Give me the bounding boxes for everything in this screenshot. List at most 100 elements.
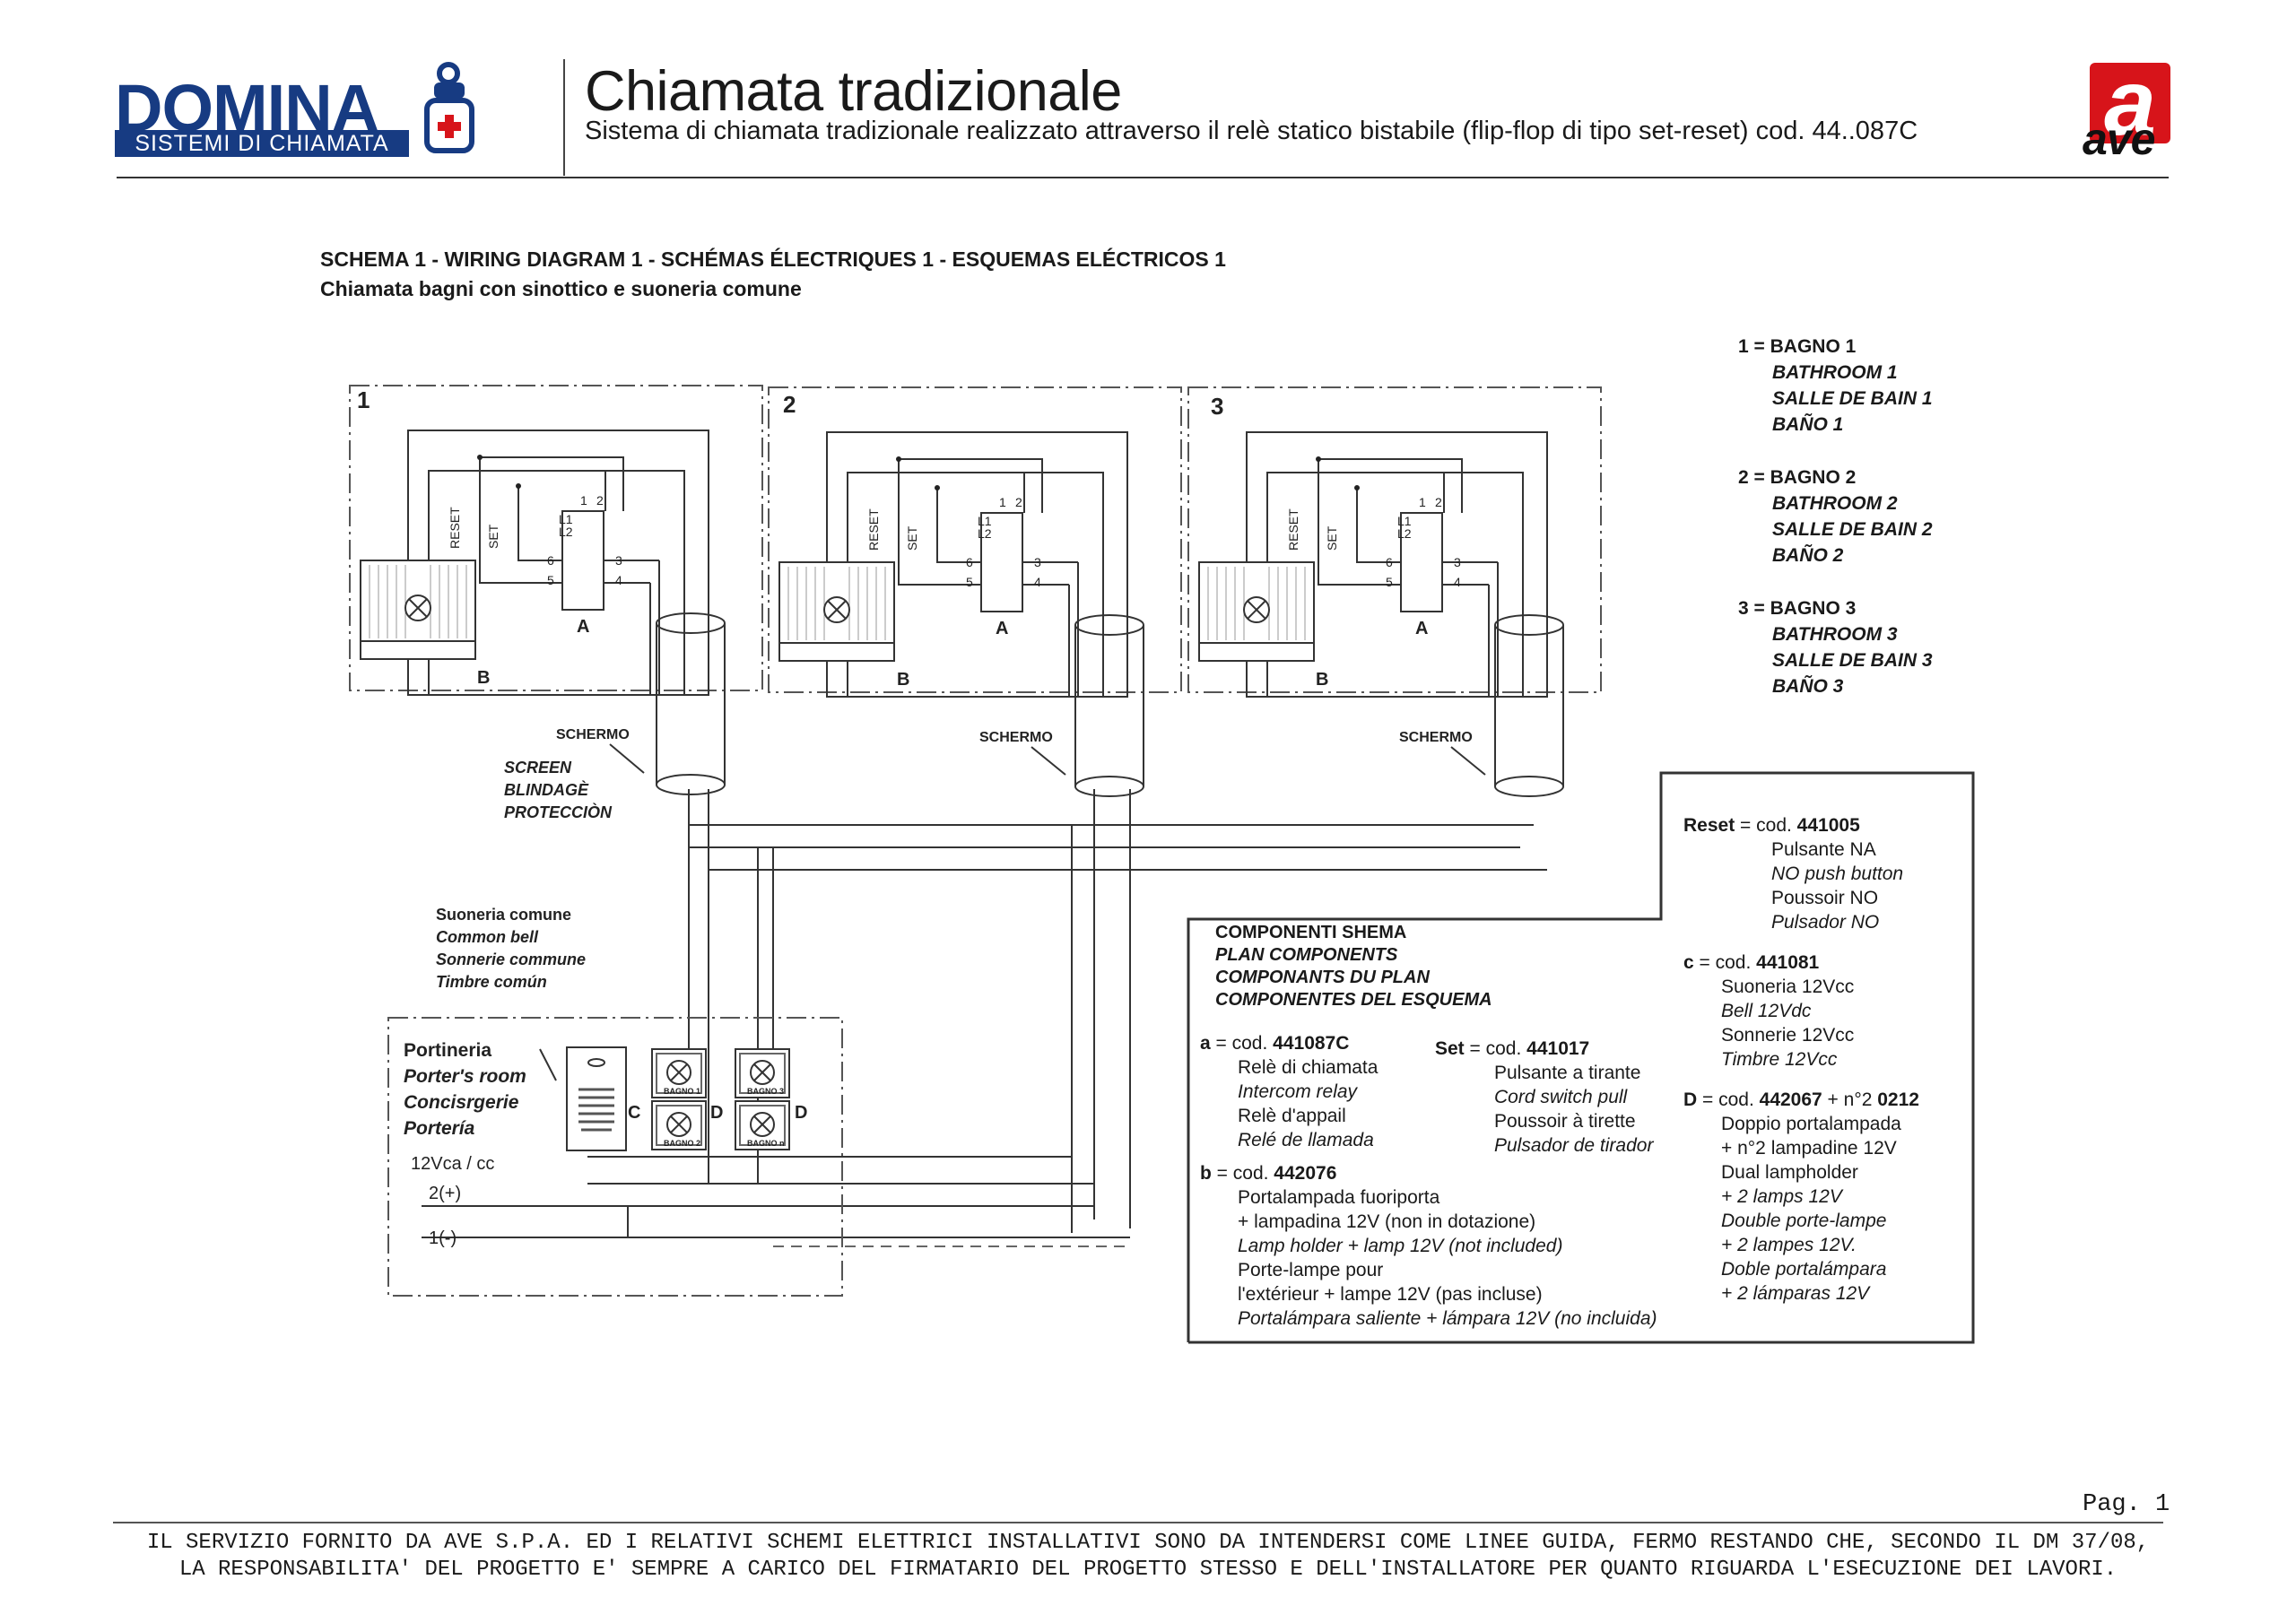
lampholder-d-2 bbox=[735, 1048, 790, 1150]
ave-logo-word: ave bbox=[2083, 114, 2155, 164]
svg-text:Suoneria comune: Suoneria comune bbox=[436, 906, 571, 924]
svg-text:SET: SET bbox=[1325, 525, 1339, 551]
diagram-labels: 1 2 3 bbox=[357, 386, 1223, 420]
screen-labels: SCREEN BLINDAGÈ PROTECCIÒN bbox=[504, 759, 613, 821]
svg-text:3: 3 bbox=[1034, 555, 1041, 569]
svg-text:1(-): 1(-) bbox=[429, 1228, 457, 1248]
svg-text:3: 3 bbox=[1211, 393, 1223, 420]
svg-text:Porter's room: Porter's room bbox=[404, 1066, 526, 1087]
svg-text:RESET: RESET bbox=[1286, 508, 1300, 551]
ave-logo-badge bbox=[2090, 63, 2170, 143]
svg-text:B: B bbox=[1316, 670, 1328, 690]
svg-text:L2: L2 bbox=[978, 526, 992, 541]
component-reset: Reset = cod. 441005 Pulsante NA NO push … bbox=[1683, 815, 1904, 933]
svg-text:C: C bbox=[628, 1103, 640, 1123]
svg-text:D: D bbox=[795, 1103, 807, 1123]
svg-text:3: 3 bbox=[1454, 555, 1461, 569]
svg-text:A: A bbox=[577, 617, 589, 637]
nurse-bottle-icon bbox=[424, 62, 474, 153]
schermo-labels: SCHERMO SCHERMO SCHERMO bbox=[556, 727, 1473, 745]
svg-text:1: 1 bbox=[357, 386, 370, 413]
svg-text:L2: L2 bbox=[1397, 526, 1412, 541]
component-d: D = cod. 442067 + n°2 0212 Doppio portal… bbox=[1683, 1089, 1919, 1304]
domina-logo-tagline: SISTEMI DI CHIAMATA bbox=[115, 130, 409, 157]
svg-text:1: 1 bbox=[580, 493, 587, 508]
components-panel-border bbox=[1187, 771, 1975, 1344]
svg-text:BAGNO 3: BAGNO 3 bbox=[747, 1087, 784, 1096]
svg-text:L1: L1 bbox=[1397, 514, 1412, 528]
schema-title: SCHEMA 1 - WIRING DIAGRAM 1 - SCHÉMAS ÉL… bbox=[320, 247, 1226, 271]
svg-text:BLINDAGÈ: BLINDAGÈ bbox=[504, 780, 589, 799]
svg-text:1: 1 bbox=[999, 495, 1006, 509]
svg-text:A: A bbox=[1415, 619, 1428, 638]
svg-text:4: 4 bbox=[1454, 575, 1461, 589]
svg-text:4: 4 bbox=[615, 573, 622, 587]
svg-text:SCHERMO: SCHERMO bbox=[1399, 730, 1473, 745]
supply-labels: 12Vca / cc 2(+) 1(-) bbox=[411, 1154, 494, 1248]
svg-text:SCHERMO: SCHERMO bbox=[556, 727, 630, 742]
svg-text:RESET: RESET bbox=[448, 507, 462, 549]
svg-text:SCHERMO: SCHERMO bbox=[979, 730, 1053, 745]
svg-text:5: 5 bbox=[966, 575, 973, 589]
svg-text:2: 2 bbox=[596, 493, 604, 508]
svg-text:Portineria: Portineria bbox=[404, 1040, 491, 1061]
svg-text:BAGNO n: BAGNO n bbox=[747, 1139, 785, 1148]
svg-text:Timbre común: Timbre común bbox=[436, 973, 547, 991]
svg-text:SET: SET bbox=[486, 524, 500, 549]
legend-room-3: 3 = BAGNO 3 BATHROOM 3 SALLE DE BAIN 3 B… bbox=[1738, 598, 1933, 697]
switch-labels: RESET SET RESET SET RESET SET bbox=[448, 507, 1339, 551]
room-3-circuit bbox=[1187, 386, 1602, 797]
ave-logo-letter: a bbox=[2104, 51, 2156, 155]
bus-wiring bbox=[422, 789, 1547, 1238]
svg-text:5: 5 bbox=[547, 573, 554, 587]
header-divider bbox=[563, 59, 565, 176]
svg-text:SET: SET bbox=[905, 525, 919, 551]
svg-text:2(+): 2(+) bbox=[429, 1184, 461, 1203]
porter-room-boundary bbox=[387, 1017, 843, 1297]
svg-text:12Vca / cc: 12Vca / cc bbox=[411, 1154, 494, 1174]
svg-text:2: 2 bbox=[1435, 495, 1442, 509]
svg-text:BAGNO 2: BAGNO 2 bbox=[664, 1139, 700, 1148]
room-2-circuit bbox=[768, 386, 1182, 797]
svg-text:B: B bbox=[897, 670, 909, 690]
porter-labels: Portineria Porter's room Concisrgerie Po… bbox=[404, 1040, 526, 1139]
svg-text:Portería: Portería bbox=[404, 1118, 475, 1139]
legend-room-2: 2 = BAGNO 2 BATHROOM 2 SALLE DE BAIN 2 B… bbox=[1738, 467, 1933, 566]
component-b: b = cod. 442076 Portalampada fuoriporta … bbox=[1200, 1163, 1657, 1329]
svg-text:PROTECCIÒN: PROTECCIÒN bbox=[504, 803, 613, 821]
component-c: c = cod. 441081 Suoneria 12Vcc Bell 12Vd… bbox=[1683, 952, 1855, 1070]
svg-text:D: D bbox=[710, 1103, 723, 1123]
svg-text:6: 6 bbox=[1386, 555, 1393, 569]
svg-text:L1: L1 bbox=[559, 512, 573, 526]
component-a: a = cod. 441087C Relè di chiamata Interc… bbox=[1200, 1033, 1378, 1150]
header-rule bbox=[117, 177, 2169, 178]
svg-text:L2: L2 bbox=[559, 525, 573, 539]
svg-text:6: 6 bbox=[966, 555, 973, 569]
svg-text:L1: L1 bbox=[978, 514, 992, 528]
footer-disclaimer: IL SERVIZIO FORNITO DA AVE S.P.A. ED I R… bbox=[146, 1531, 2150, 1582]
svg-text:B: B bbox=[477, 668, 490, 688]
page-subtitle: Sistema di chiamata tradizionale realizz… bbox=[585, 117, 1918, 145]
components-title: COMPONENTI SHEMA PLAN COMPONENTS COMPONA… bbox=[1215, 923, 1492, 1010]
svg-text:4: 4 bbox=[1034, 575, 1041, 589]
svg-text:Sonnerie commune: Sonnerie commune bbox=[436, 950, 586, 968]
component-set: Set = cod. 441017 Pulsante a tirante Cor… bbox=[1435, 1038, 1654, 1156]
svg-text:2: 2 bbox=[1015, 495, 1022, 509]
svg-text:5: 5 bbox=[1386, 575, 1393, 589]
svg-text:BAGNO 1: BAGNO 1 bbox=[664, 1087, 700, 1096]
svg-text:A: A bbox=[996, 619, 1008, 638]
room-legend: 1 = BAGNO 1 BATHROOM 1 SALLE DE BAIN 1 B… bbox=[1738, 334, 1933, 699]
svg-text:RESET: RESET bbox=[866, 508, 881, 551]
svg-text:2: 2 bbox=[783, 391, 796, 418]
svg-text:SCREEN: SCREEN bbox=[504, 759, 572, 777]
svg-text:6: 6 bbox=[547, 553, 554, 568]
lampholder-d-1 bbox=[651, 1048, 707, 1150]
bell-labels: Suoneria comune Common bell Sonnerie com… bbox=[436, 906, 586, 991]
svg-text:1: 1 bbox=[1419, 495, 1426, 509]
schema-subtitle: Chiamata bagni con sinottico e suoneria … bbox=[320, 277, 802, 300]
common-bell-c bbox=[566, 1046, 627, 1151]
page-title: Chiamata tradizionale bbox=[585, 60, 1122, 123]
legend-room-1: 1 = BAGNO 1 BATHROOM 1 SALLE DE BAIN 1 B… bbox=[1738, 336, 1933, 435]
